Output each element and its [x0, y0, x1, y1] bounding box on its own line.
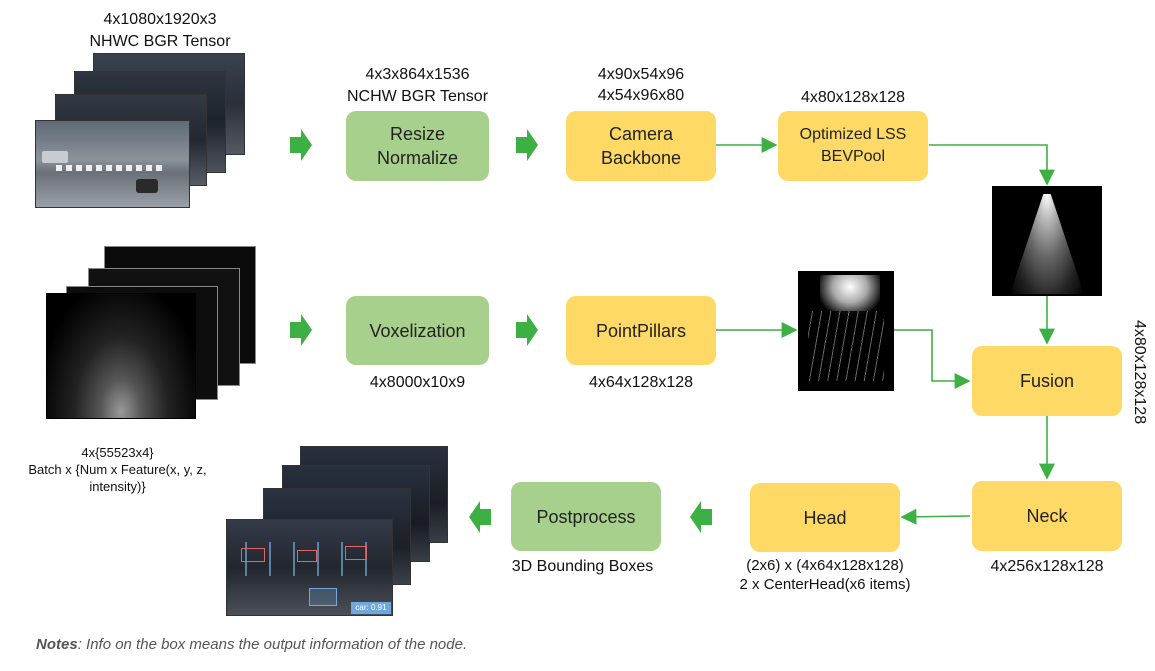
fat-arrow-head-to-postprocess: [690, 501, 712, 533]
lidar-input-line-1: 4x{55523x4}: [81, 445, 154, 460]
fat-arrow-voxel-to-pillars: [516, 314, 538, 346]
bevpool-node: Optimized LSS BEVPool: [778, 111, 928, 181]
arrow-neck-to-head: [900, 508, 971, 525]
fusion-label: Fusion: [1019, 371, 1075, 391]
fat-arrow-input-to-resize: [290, 129, 312, 161]
pointpillars-label: PointPillars: [595, 320, 687, 341]
notes-text: : Info on the box means the output infor…: [77, 636, 468, 653]
detection-tag: car: 0.91: [351, 602, 391, 614]
lidar-bev-feature-image: [798, 271, 894, 391]
arrow-bevpool-to-bevimage: [929, 144, 1055, 186]
pointpillars-shape: 4x64x128x128: [588, 374, 694, 391]
fat-arrow-resize-to-backbone: [516, 129, 538, 161]
notes-prefix: Notes: [36, 636, 78, 653]
neck-shape: 4x256x128x128: [990, 558, 1104, 575]
voxelization-shape: 4x8000x10x9: [369, 374, 466, 391]
postprocess-node: Postprocess: [511, 482, 661, 551]
resize-normalize-node: Resize Normalize: [346, 111, 489, 181]
backbone-shape-2: 4x54x96x80: [597, 87, 685, 104]
pointpillars-node: PointPillars: [566, 296, 716, 365]
backbone-label-2: Backbone: [600, 148, 682, 168]
postprocess-output: 3D Bounding Boxes: [511, 558, 654, 575]
lidar-input-line-3: intensity)}: [89, 479, 146, 494]
resize-shape: 4x3x864x1536: [365, 66, 470, 83]
camera-backbone-node: Camera Backbone: [566, 111, 716, 181]
voxelization-node: Voxelization: [346, 296, 489, 365]
neck-label: Neck: [1026, 506, 1068, 526]
bevpool-label-2: BEVPool: [820, 148, 886, 165]
resize-format: NCHW BGR Tensor: [346, 88, 489, 105]
fat-arrow-lidar-to-voxel: [290, 314, 312, 346]
postprocess-label: Postprocess: [536, 506, 636, 527]
camera-bev-feature-image: [992, 186, 1102, 296]
head-shape-2: 2 x CenterHead(x6 items): [739, 576, 911, 593]
bevpool-label-1: Optimized LSS: [799, 126, 907, 143]
voxelization-label: Voxelization: [369, 320, 466, 341]
head-shape-1: (2x6) x (4x64x128x128): [746, 557, 904, 574]
notes-footer: Notes: Info on the box means the output …: [36, 636, 467, 653]
neck-node: Neck: [972, 481, 1122, 551]
fusion-shape: 4x80x128x128: [1131, 320, 1148, 425]
fusion-node: Fusion: [972, 346, 1122, 416]
head-node: Head: [750, 483, 900, 552]
lidar-input-line-2: Batch x {Num x Feature(x, y, z,: [28, 462, 207, 477]
resize-label-2: Normalize: [376, 148, 459, 168]
bevpool-shape: 4x80x128x128: [800, 89, 906, 106]
camera-input-shape: 4x1080x1920x3: [103, 11, 217, 28]
backbone-shape-1: 4x90x54x96: [597, 66, 685, 83]
fat-arrow-postprocess-to-output: [469, 501, 491, 533]
camera-input-format: NHWC BGR Tensor: [89, 33, 231, 50]
resize-label-1: Resize: [389, 124, 446, 144]
backbone-label-1: Camera: [608, 124, 674, 144]
arrow-lidarimage-to-fusion: [894, 329, 971, 389]
head-label: Head: [803, 507, 847, 528]
